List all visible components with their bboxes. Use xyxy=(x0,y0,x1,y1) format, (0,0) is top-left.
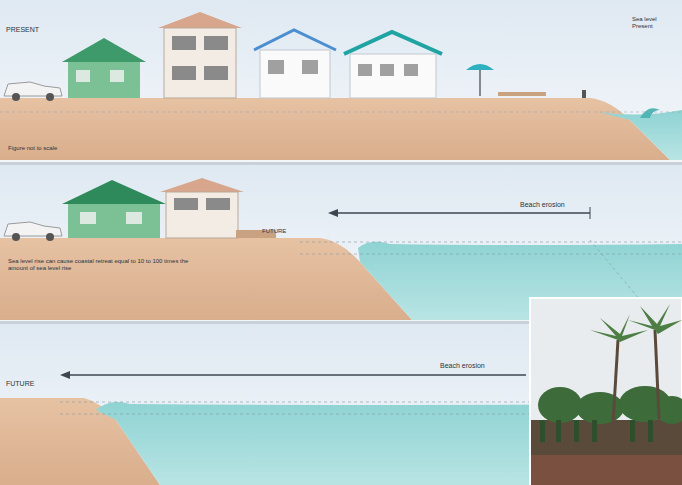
erosion-label: Beach erosion xyxy=(520,201,565,209)
sea-level-label: Sea level Present xyxy=(632,16,678,30)
photo-inset xyxy=(530,298,682,485)
erosion-label: Beach erosion xyxy=(440,362,485,370)
panel-title: FUTURE xyxy=(6,380,34,388)
panel-title: PRESENT xyxy=(6,26,39,34)
panel-title: FUTURE xyxy=(262,228,286,235)
retreat-note: Sea level rise can cause coastal retreat… xyxy=(8,258,198,272)
scale-note: Figure not to scale xyxy=(8,145,57,152)
